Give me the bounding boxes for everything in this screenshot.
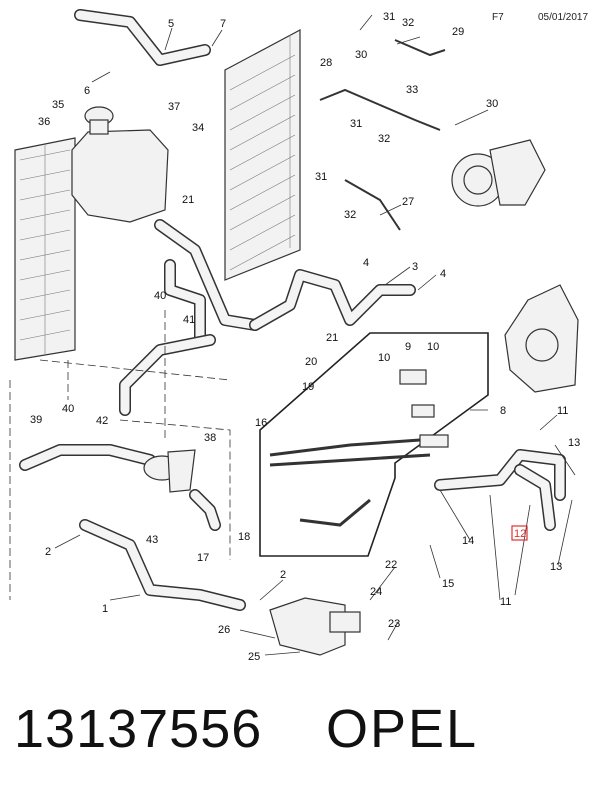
- callout-14: 14: [462, 535, 474, 547]
- callout-1: 1: [102, 603, 108, 615]
- callout-2: 2: [45, 546, 51, 558]
- highlight-box: [511, 525, 528, 541]
- callout-29: 29: [452, 26, 464, 38]
- callout-25: 25: [248, 651, 260, 663]
- callout-17: 17: [197, 552, 209, 564]
- callout-11: 11: [557, 405, 568, 417]
- callout-6: 6: [84, 85, 90, 97]
- callout-43: 43: [146, 534, 158, 546]
- callout-8: 8: [500, 405, 506, 417]
- callout-33: 33: [406, 84, 418, 96]
- callout-10: 10: [378, 352, 390, 364]
- callout-3: 3: [412, 261, 418, 273]
- callout-9: 9: [405, 341, 411, 353]
- thermostat-housing: [269, 597, 361, 656]
- callout-32: 32: [378, 133, 390, 145]
- center-condenser: [224, 29, 301, 281]
- callout-37: 37: [168, 101, 180, 113]
- callout-40: 40: [62, 403, 74, 415]
- callout-18: 18: [238, 531, 250, 543]
- callout-31: 31: [315, 171, 327, 183]
- callout-13: 13: [568, 437, 580, 449]
- leader-lines: [54, 14, 576, 656]
- callout-23: 23: [388, 618, 400, 630]
- engine-housing: [504, 284, 579, 393]
- expansion-tank: [71, 106, 169, 223]
- page-code: F7: [492, 12, 504, 23]
- callout-34: 34: [192, 122, 204, 134]
- callout-13: 13: [550, 561, 562, 573]
- callout-labels: 1 2 2 3 4 4 5 6 7 8 9 10 10 11 11 12 13 …: [30, 11, 580, 663]
- page-date: 05/01/2017: [538, 12, 589, 23]
- electric-water-pump: [143, 449, 196, 493]
- boxed-sub-assembly: [259, 332, 489, 557]
- callout-20: 20: [305, 356, 317, 368]
- callout-32: 32: [344, 209, 356, 221]
- callout-28: 28: [320, 57, 332, 69]
- callout-31: 31: [383, 11, 395, 23]
- callout-12: 12: [514, 528, 526, 540]
- callout-31: 31: [350, 118, 362, 130]
- turbocharger: [451, 139, 546, 207]
- callout-32: 32: [402, 17, 414, 29]
- callout-15: 15: [442, 578, 454, 590]
- callout-24: 24: [370, 586, 382, 598]
- callout-36: 36: [38, 116, 50, 128]
- callout-7: 7: [220, 18, 226, 30]
- callout-42: 42: [96, 415, 108, 427]
- left-radiator: [14, 137, 76, 361]
- callout-27: 27: [402, 196, 414, 208]
- callout-30: 30: [355, 49, 367, 61]
- callout-4: 4: [440, 268, 446, 280]
- coolant-hoses: [19, 9, 566, 611]
- callout-10: 10: [427, 341, 439, 353]
- oil-pipes: [319, 39, 446, 231]
- callout-22: 22: [385, 559, 397, 571]
- guide-lines: [9, 310, 231, 600]
- callout-21: 21: [182, 194, 194, 206]
- callout-2: 2: [280, 569, 286, 581]
- callout-16: 16: [255, 417, 267, 429]
- callout-40: 40: [154, 290, 166, 302]
- callout-19: 19: [302, 381, 314, 393]
- parts-diagram: 1 2 2 3 4 4 5 6 7 8 9 10 10 11 11 12 13 …: [9, 9, 580, 663]
- callout-39: 39: [30, 414, 42, 426]
- callout-4: 4: [363, 257, 369, 269]
- callout-35: 35: [52, 99, 64, 111]
- part-number: 13137556: [14, 699, 263, 759]
- callout-26: 26: [218, 624, 230, 636]
- callout-30: 30: [486, 98, 498, 110]
- callout-21: 21: [326, 332, 338, 344]
- callout-41: 41: [183, 314, 195, 326]
- callout-11: 11: [500, 596, 511, 608]
- brand-name: OPEL: [326, 699, 479, 759]
- callout-5: 5: [168, 18, 174, 30]
- callout-38: 38: [204, 432, 216, 444]
